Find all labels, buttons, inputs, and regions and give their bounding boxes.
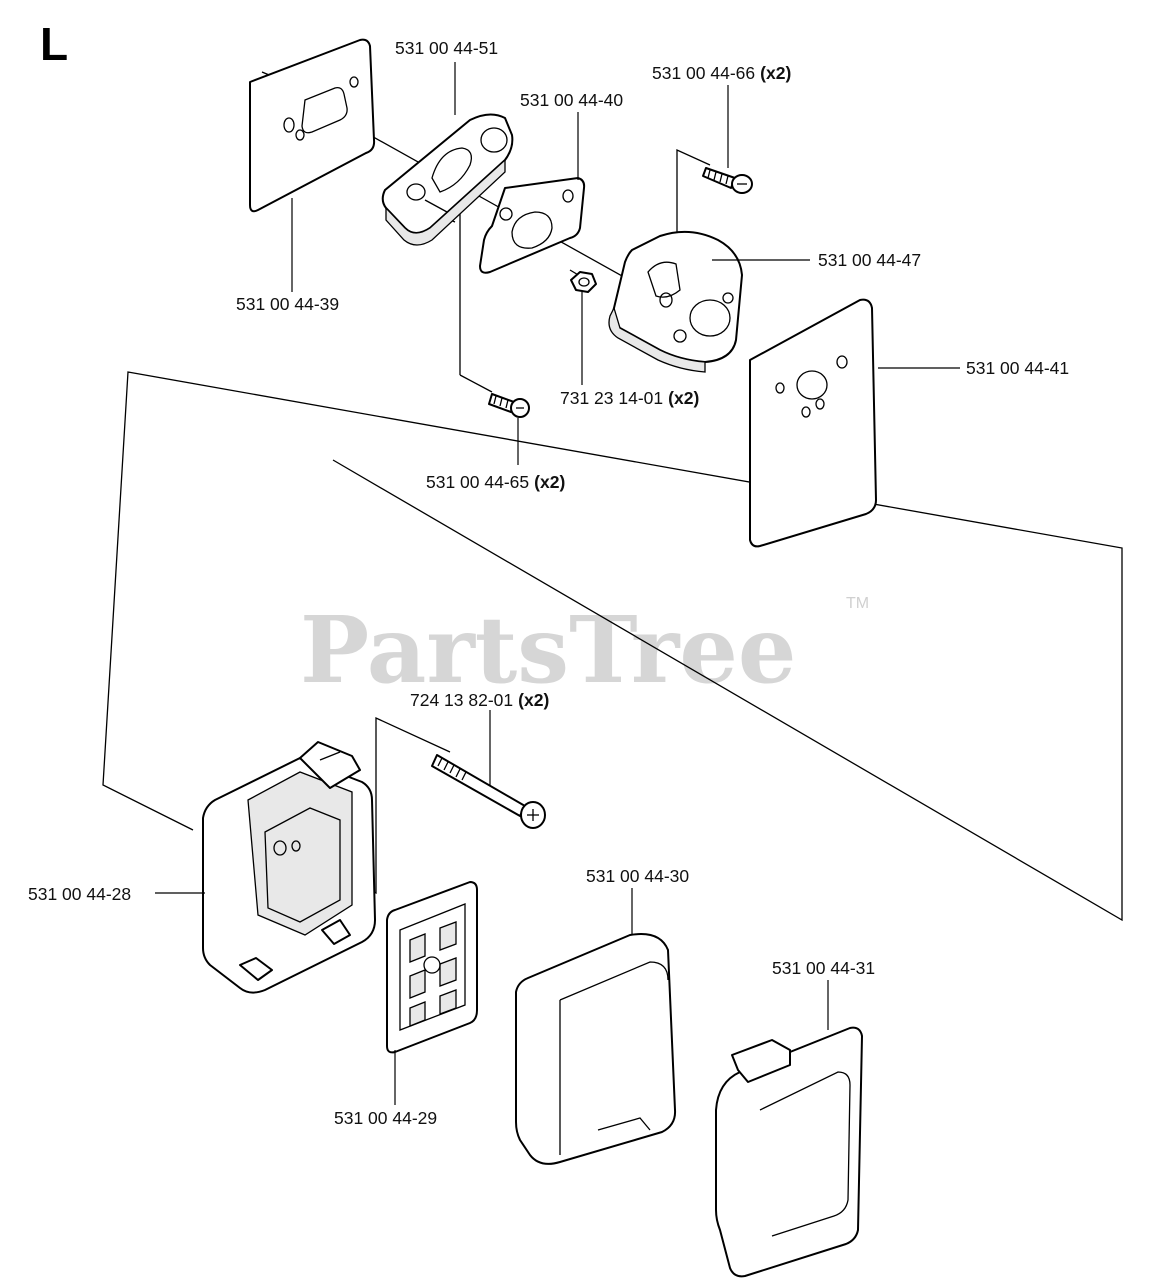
part-label-531-00-44-66: 531 00 44-66(x2) <box>652 63 791 83</box>
leader-lines <box>155 62 960 1105</box>
part-label-731-23-14-01: 731 23 14-01(x2) <box>560 388 699 408</box>
screw-middle <box>488 393 530 418</box>
part-labels: 531 00 44-51 531 00 44-40 531 00 44-66(x… <box>28 38 1069 1128</box>
part-label-531-00-44-47: 531 00 44-47 <box>818 250 921 270</box>
intake-flange <box>381 113 514 246</box>
long-screw <box>431 754 546 829</box>
gasket-top <box>249 38 376 213</box>
part-label-531-00-44-40: 531 00 44-40 <box>520 90 623 110</box>
filter-cover <box>715 1026 863 1278</box>
carburetor-spacer <box>608 230 743 373</box>
part-label-531-00-44-39: 531 00 44-39 <box>236 294 339 314</box>
page-letter: L <box>40 18 68 70</box>
gasket-large <box>749 298 877 548</box>
part-label-724-13-82-01: 724 13 82-01(x2) <box>410 690 549 710</box>
part-label-531-00-44-51: 531 00 44-51 <box>395 38 498 58</box>
part-label-531-00-44-31: 531 00 44-31 <box>772 958 875 978</box>
watermark-trademark: TM <box>846 595 869 612</box>
part-label-531-00-44-28: 531 00 44-28 <box>28 884 131 904</box>
filter-housing <box>202 741 376 994</box>
part-label-531-00-44-41: 531 00 44-41 <box>966 358 1069 378</box>
filter-element <box>515 933 677 1165</box>
gasket-middle <box>479 177 586 274</box>
screw-top <box>702 167 753 194</box>
nut <box>570 271 597 293</box>
filter-grid <box>386 881 478 1054</box>
part-label-531-00-44-30: 531 00 44-30 <box>586 866 689 886</box>
watermark-brand: PartsTree <box>300 596 796 704</box>
part-label-531-00-44-65: 531 00 44-65(x2) <box>426 472 565 492</box>
part-label-531-00-44-29: 531 00 44-29 <box>334 1108 437 1128</box>
